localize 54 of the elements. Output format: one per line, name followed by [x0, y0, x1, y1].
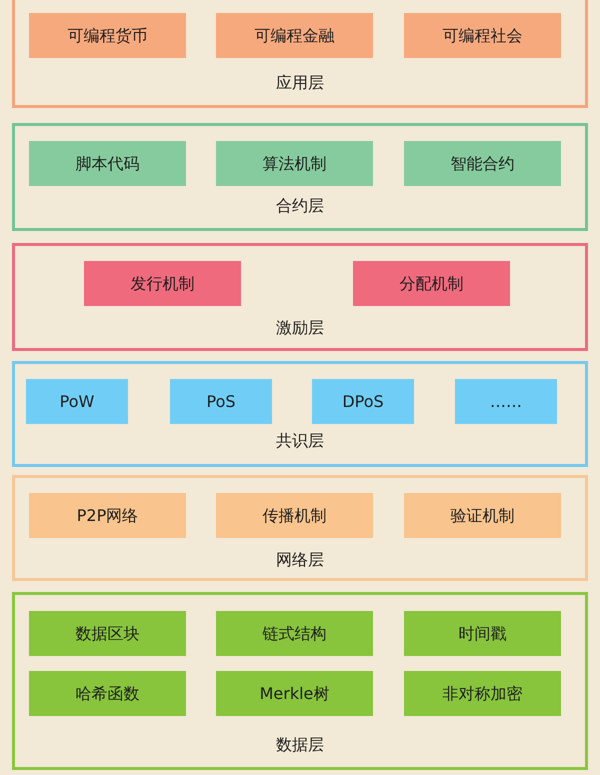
- component-box: [29, 13, 186, 58]
- layer-panel: [12, 361, 588, 467]
- component-label: PoW: [60, 392, 94, 412]
- layer-label: 网络层: [276, 550, 324, 570]
- layer-panel: [12, 123, 588, 231]
- component-label: 数据区块: [76, 624, 140, 644]
- component-box: [404, 493, 561, 538]
- layer-panel: [12, 0, 588, 108]
- component-box: [216, 141, 373, 186]
- component-label: 发行机制: [130, 274, 194, 294]
- component-label: 智能合约: [450, 154, 514, 174]
- component-box: [216, 13, 373, 58]
- component-box: [404, 611, 561, 656]
- component-box: [170, 379, 272, 424]
- component-label: P2P网络: [76, 506, 138, 526]
- component-box: [29, 611, 186, 656]
- component-label: PoS: [206, 392, 236, 412]
- component-box: [29, 671, 186, 716]
- component-label: 可编程金融: [254, 26, 334, 46]
- component-box: [29, 493, 186, 538]
- component-label: 可编程社会: [442, 26, 522, 46]
- component-label: DPoS: [342, 392, 384, 412]
- layer-label: 共识层: [276, 431, 324, 451]
- component-box: [216, 611, 373, 656]
- component-label: 算法机制: [262, 154, 326, 174]
- component-box: [353, 261, 510, 306]
- component-label: 分配机制: [400, 274, 464, 294]
- layer-panel: [12, 592, 588, 770]
- component-label: 非对称加密: [442, 684, 522, 704]
- component-label: 哈希函数: [76, 684, 140, 704]
- component-label: Merkle树: [260, 684, 330, 704]
- layer-panel: [12, 475, 588, 581]
- component-label: 链式结构: [262, 624, 326, 644]
- component-label: 传播机制: [262, 506, 326, 526]
- component-box: [26, 379, 128, 424]
- layer-label: 应用层: [276, 73, 324, 93]
- component-box: [455, 379, 557, 424]
- component-label: 可编程货币: [68, 26, 148, 46]
- layer-panel: [12, 243, 588, 351]
- component-box: [216, 493, 373, 538]
- component-box: [404, 13, 561, 58]
- layer-label: 数据层: [276, 735, 324, 755]
- component-label: 脚本代码: [76, 154, 140, 174]
- component-label: ……: [490, 392, 522, 412]
- component-box: [216, 671, 373, 716]
- layer-label: 合约层: [276, 196, 324, 216]
- component-box: [312, 379, 414, 424]
- component-box: [404, 141, 561, 186]
- component-box: [404, 671, 561, 716]
- layer-label: 激励层: [276, 318, 324, 338]
- component-label: 时间戳: [458, 624, 506, 644]
- component-box: [29, 141, 186, 186]
- component-box: [84, 261, 241, 306]
- component-label: 验证机制: [450, 506, 514, 526]
